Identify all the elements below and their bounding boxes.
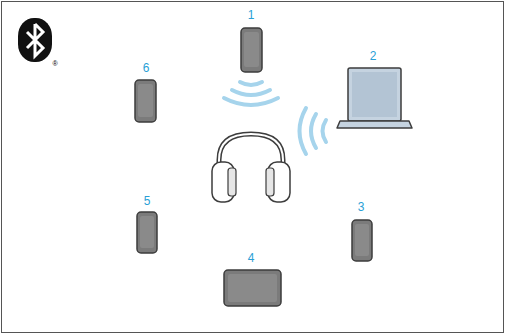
bluetooth-logo	[18, 18, 52, 62]
callout-number: 3	[358, 201, 365, 213]
phone-screen	[140, 216, 154, 248]
wave	[224, 98, 278, 105]
ear-cushion	[228, 168, 236, 196]
callout-number: 2	[370, 50, 377, 62]
smartphone	[352, 220, 372, 261]
registered-mark: ®	[52, 60, 57, 67]
laptop-base	[337, 121, 412, 128]
phone-screen	[138, 84, 153, 117]
wave	[300, 108, 307, 154]
phone-body	[352, 220, 372, 261]
signal-waves	[224, 82, 278, 105]
phone-body	[137, 212, 157, 253]
laptop	[337, 68, 412, 128]
signal-waves	[300, 108, 327, 154]
callout-number: 1	[248, 9, 255, 21]
tablet-screen	[228, 274, 277, 302]
bluetooth-rune	[27, 24, 43, 56]
smartphone	[135, 80, 156, 122]
smartphone	[137, 212, 157, 253]
headphones	[212, 134, 290, 202]
wave	[323, 120, 327, 142]
wave	[240, 82, 262, 85]
laptop-display	[352, 72, 397, 117]
smartphone	[241, 28, 262, 72]
phone-screen	[355, 224, 369, 256]
tablet	[224, 270, 281, 306]
logo-badge	[18, 18, 52, 62]
phone-screen	[244, 32, 259, 67]
wave	[311, 114, 316, 148]
callout-number: 4	[248, 252, 255, 264]
phone-body	[241, 28, 262, 72]
tablet-body	[224, 270, 281, 306]
callout-number: 5	[144, 195, 151, 207]
callout-number: 6	[143, 62, 150, 74]
laptop-screen	[348, 68, 401, 121]
ear-cushion	[266, 168, 274, 196]
wave	[232, 90, 270, 95]
phone-body	[135, 80, 156, 122]
